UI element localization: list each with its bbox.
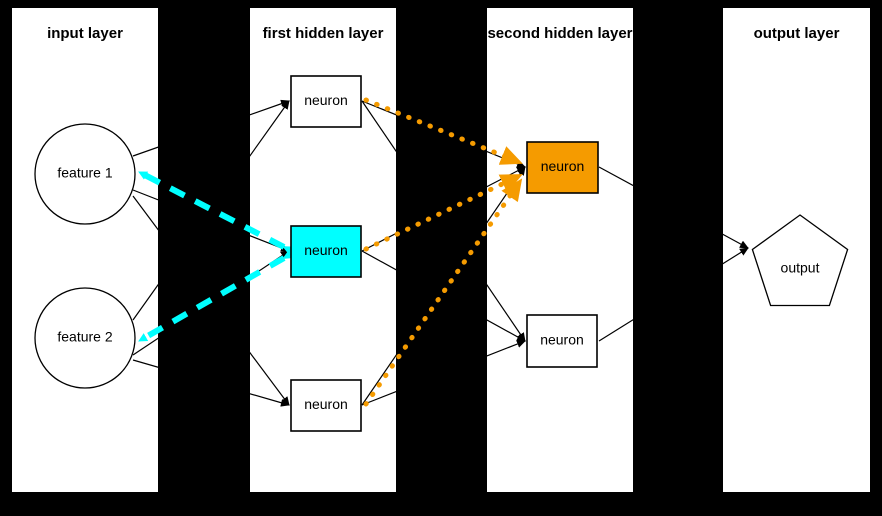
edge-feature-1-to-h1-n1 bbox=[132, 99, 290, 157]
node-label-out-1: output bbox=[781, 260, 820, 276]
layer-title-input: input layer bbox=[47, 25, 123, 42]
node-feature-2[interactable]: feature 2 bbox=[34, 287, 136, 389]
node-label-h1-n3: neuron bbox=[304, 396, 348, 412]
node-label-h1-n2: neuron bbox=[304, 242, 348, 258]
edge-h1-n1-to-h2-n1 bbox=[361, 100, 526, 168]
highlight-edge-h1-n3-to-h2-n1 bbox=[363, 177, 524, 407]
node-label-feature-1: feature 1 bbox=[57, 165, 112, 181]
node-label-h2-n1: neuron bbox=[541, 158, 585, 174]
node-h1-n3[interactable]: neuron bbox=[290, 379, 362, 432]
node-label-h2-n2: neuron bbox=[540, 332, 584, 348]
edge-h2-n2-to-out-1 bbox=[598, 247, 749, 342]
highlight-edge-h1-n2-to-feature-2 bbox=[137, 239, 307, 344]
layer-title-second-hidden: second hidden layer bbox=[487, 25, 633, 42]
node-h2-n1[interactable]: neuron bbox=[526, 141, 599, 194]
node-label-feature-2: feature 2 bbox=[57, 329, 112, 345]
edge-h1-n1-to-h2-n2 bbox=[361, 100, 526, 342]
highlight-edge-h1-n2-to-h2-n1 bbox=[363, 172, 524, 252]
node-label-h1-n1: neuron bbox=[304, 92, 348, 108]
node-feature-1[interactable]: feature 1 bbox=[34, 123, 136, 225]
layer-title-first-hidden: first hidden layer bbox=[262, 25, 384, 42]
highlight-edge-h1-n1-to-h2-n1 bbox=[363, 97, 524, 166]
node-out-1[interactable]: output bbox=[751, 214, 849, 307]
edge-h1-n2-to-h2-n2 bbox=[361, 250, 526, 342]
orange-highlight-edges bbox=[363, 97, 524, 407]
layer-panel-second-hidden: second hidden layer bbox=[487, 8, 633, 492]
plain-edges bbox=[132, 99, 749, 407]
edge-h1-n3-to-h2-n2 bbox=[361, 340, 526, 406]
edge-h1-n2-to-h2-n1 bbox=[361, 166, 526, 252]
layer-panel-input: input layer bbox=[12, 8, 158, 492]
edge-feature-1-to-h1-n2 bbox=[132, 189, 290, 252]
nodes-group: feature 1 feature 2 neuron neuron neuron neur… bbox=[34, 75, 849, 432]
node-h1-n2[interactable]: neuron bbox=[290, 225, 362, 278]
edge-feature-2-to-h1-n3 bbox=[132, 359, 290, 407]
edge-h2-n1-to-out-1 bbox=[598, 166, 749, 249]
layer-title-output: output layer bbox=[753, 25, 840, 42]
cyan-highlight-edges bbox=[137, 169, 307, 344]
node-h2-n2[interactable]: neuron bbox=[526, 314, 598, 368]
node-h1-n1[interactable]: neuron bbox=[290, 75, 362, 128]
edge-h1-n3-to-h2-n1 bbox=[361, 166, 526, 406]
edge-feature-2-to-h1-n1 bbox=[132, 100, 290, 321]
